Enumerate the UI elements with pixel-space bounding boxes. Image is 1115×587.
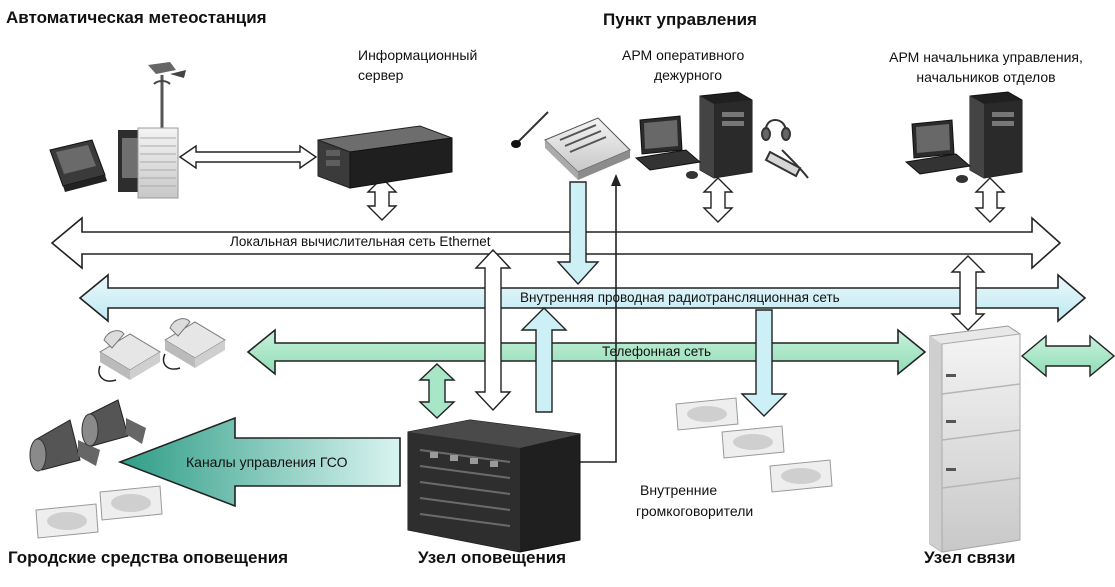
operator-computer-icon: [634, 91, 753, 179]
headset-icon: [761, 119, 809, 179]
horn-speaker-icon-2: [81, 399, 146, 447]
chief-label-line1: АРМ начальника управления,: [889, 49, 1083, 65]
phone-bus-arrow: [246, 328, 927, 376]
internal-speaker-icon-3: [769, 459, 833, 493]
internal-speaker-icon-2: [721, 425, 785, 459]
external-link-arrow: [1020, 334, 1115, 378]
microphone-console-icon: [511, 111, 631, 180]
telephone-icon-1: [98, 330, 161, 382]
ethernet-alertnode-arrow: [474, 248, 512, 412]
phone-network-label: Телефонная сеть: [602, 344, 712, 359]
flat-speaker-icon-1: [99, 485, 163, 521]
radio-network-label: Внутренняя проводная радиотрансляционная…: [520, 290, 840, 305]
weather-station-title: Автоматическая метеостанция: [6, 8, 267, 27]
console-radio-arrow: [556, 181, 600, 286]
chief-computer-icon: [904, 91, 1023, 183]
alert-node-rack-icon: [407, 419, 581, 553]
radio-bus-arrow: [78, 273, 1087, 323]
ethernet-comm-arrow: [950, 255, 986, 331]
city-alert-title: Городские средства оповещения: [8, 548, 289, 567]
internal-speakers-label-line2: громкоговорители: [636, 503, 754, 519]
server-icon: [317, 125, 453, 189]
flat-speaker-icon-2: [35, 503, 99, 539]
weather-terminal-icon: [49, 139, 107, 192]
weather-station-icon: [118, 62, 186, 199]
ethernet-label: Локальная вычислительная сеть Ethernet: [230, 234, 491, 249]
weather-server-arrow: [178, 144, 318, 170]
operator-ethernet-arrow: [702, 177, 734, 223]
internal-speaker-icon-1: [675, 397, 739, 431]
console-control-line: [578, 176, 617, 463]
alert-node-title: Узел оповещения: [418, 548, 567, 567]
gso-channels-label: Каналы управления ГСО: [186, 454, 348, 470]
radio-speakers-arrow: [740, 309, 788, 417]
operator-label-line1: АРМ оперативного: [622, 47, 745, 63]
server-ethernet-arrow: [366, 177, 398, 221]
chief-ethernet-arrow: [974, 177, 1006, 223]
alertnode-radio-arrow: [520, 307, 568, 413]
pbx-cabinet-icon: [929, 325, 1021, 553]
chief-label-line2: начальников отделов: [916, 69, 1056, 85]
horn-speaker-icon-1: [29, 419, 100, 472]
internal-speakers-label-line1: Внутренние: [640, 482, 718, 498]
telephone-icon-2: [162, 318, 226, 370]
info-server-label-line2: сервер: [358, 67, 404, 83]
info-server-label-line1: Информационный: [358, 47, 478, 63]
ethernet-bus-arrow: [50, 216, 1062, 270]
gso-channels-arrow: [117, 416, 401, 508]
phone-alertnode-arrow: [418, 363, 456, 419]
comm-node-title: Узел связи: [924, 548, 1016, 567]
control-line-arrowhead-top: [611, 174, 621, 186]
operator-label-line2: дежурного: [654, 67, 723, 83]
control-point-title: Пункт управления: [603, 10, 757, 29]
